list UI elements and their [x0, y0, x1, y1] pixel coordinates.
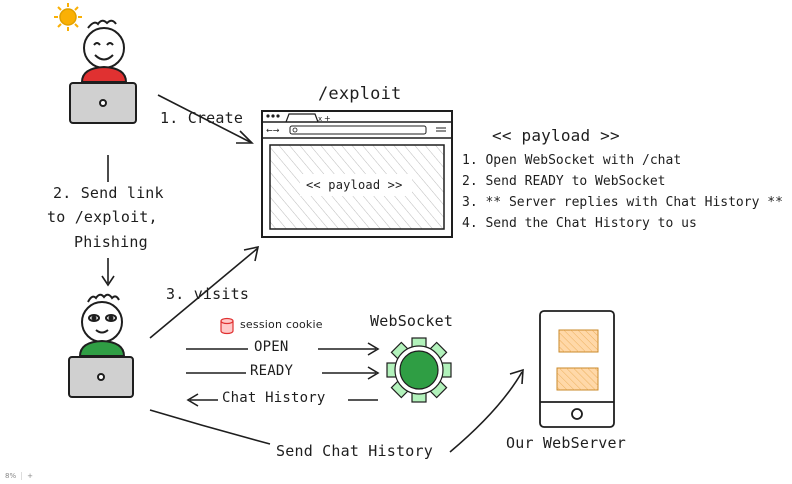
svg-text:x: x: [318, 115, 322, 123]
webserver-phone-icon: [539, 310, 615, 428]
arrow-ready: [186, 366, 380, 380]
payload-step: 4. Send the Chat History to us: [462, 216, 697, 231]
chat-history-label: Chat History: [222, 390, 326, 406]
sun-icon: [54, 3, 82, 31]
send-link-label-line1: 2. Send link: [53, 184, 164, 202]
session-cookie-icon: [220, 317, 234, 335]
payload-step: 2. Send READY to WebSocket: [462, 174, 666, 189]
payload-heading: << payload >>: [492, 126, 620, 145]
zoom-control[interactable]: 8% +: [0, 468, 38, 484]
visits-label: 3. visits: [166, 285, 250, 303]
open-label: OPEN: [254, 339, 289, 355]
exploit-title: /exploit: [318, 84, 402, 104]
zoom-level: 8%: [5, 472, 17, 480]
arrow-create: [157, 94, 254, 144]
payload-steps-list: 1. Open WebSocket with /chat 2. Send REA…: [462, 150, 783, 234]
send-chat-history-label: Send Chat History: [276, 442, 433, 460]
payload-step: 3. ** Server replies with Chat History *…: [462, 195, 783, 210]
arrow-visits: [149, 245, 260, 339]
our-webserver-label: Our WebServer: [506, 434, 626, 452]
websocket-gear-icon: [386, 337, 452, 403]
victim-figure: [68, 293, 134, 398]
zoom-in-button[interactable]: +: [21, 472, 38, 480]
arrow-send-chat-history: [149, 368, 524, 453]
payload-inner-label: << payload >>: [306, 178, 403, 192]
exploit-browser-window: x + ←→: [261, 110, 453, 238]
websocket-label: WebSocket: [370, 312, 454, 330]
send-link-label-line3: Phishing: [74, 233, 148, 251]
send-link-label-line2: to /exploit,: [47, 208, 158, 226]
arrow-chat-history: [186, 393, 378, 407]
payload-step: 1. Open WebSocket with /chat: [462, 153, 682, 168]
ready-label: READY: [250, 363, 294, 379]
attacker-figure: [54, 3, 137, 124]
svg-text:←→: ←→: [266, 126, 280, 135]
session-cookie-label: session cookie: [240, 318, 323, 331]
arrow-send-link: [101, 155, 115, 287]
svg-text:+: +: [324, 114, 331, 123]
arrow-open: [186, 342, 380, 356]
create-label: 1. Create: [160, 109, 244, 127]
